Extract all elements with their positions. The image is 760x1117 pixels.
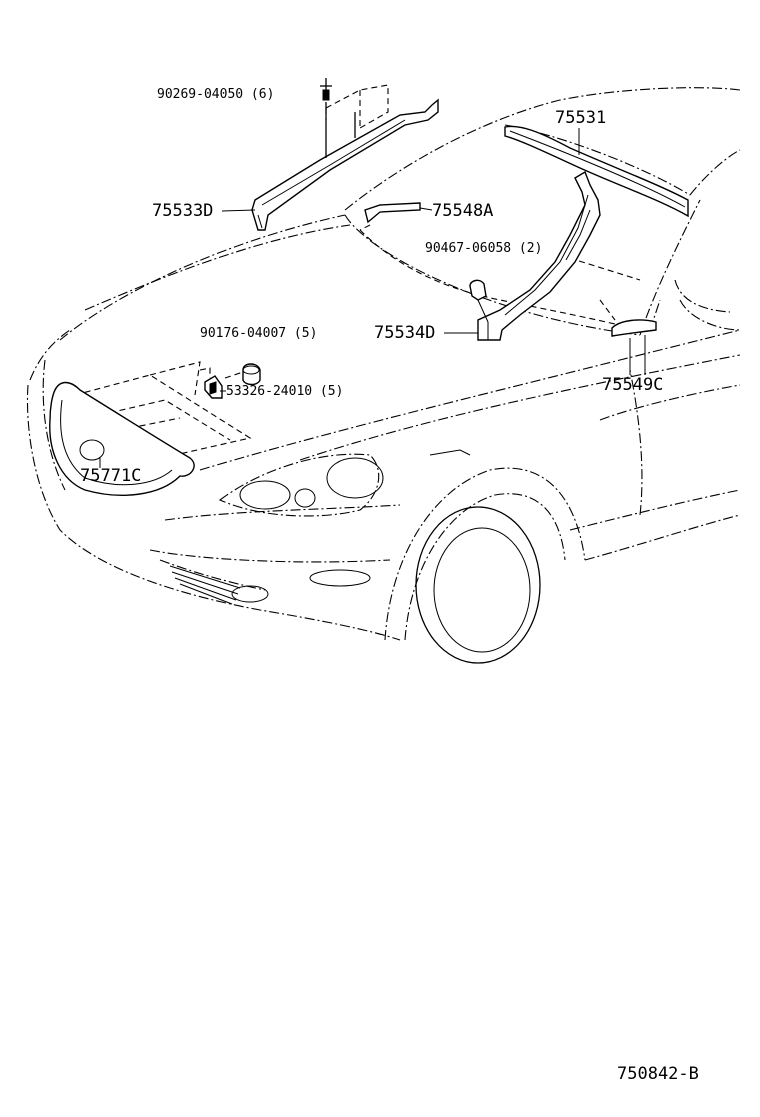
clip-53326: [199, 367, 244, 399]
label-75771c: 75771C: [80, 466, 142, 486]
bolt-dashed-box: [325, 84, 389, 129]
label-75531: 75531: [555, 108, 607, 128]
clip-90467: [469, 279, 489, 323]
molding-75531: [504, 125, 689, 218]
label-75549c: 75549C: [602, 375, 664, 395]
label-75533d: 75533D: [152, 201, 214, 221]
label-75534d: 75534D: [374, 323, 436, 343]
car-body-outline: [26, 87, 741, 664]
molding-75548a: [364, 202, 421, 224]
molding-75533d: [251, 78, 439, 231]
label-75548a: 75548A: [432, 201, 494, 221]
grille-part: [49, 381, 195, 496]
label-90467-06058: 90467-06058 (2): [425, 241, 543, 256]
label-90176-04007: 90176-04007 (5): [200, 326, 318, 341]
drawing-number: 750842-B: [617, 1064, 699, 1084]
hood-dashed-outline: [74, 224, 641, 456]
leader-lines: [99, 128, 646, 468]
molding-75549c: [611, 319, 657, 337]
nut-90176: [242, 363, 261, 386]
molding-75534d: [477, 170, 601, 341]
label-53326-24010: 53326-24010 (5): [226, 384, 344, 399]
label-90269-04050: 90269-04050 (6): [157, 87, 275, 102]
